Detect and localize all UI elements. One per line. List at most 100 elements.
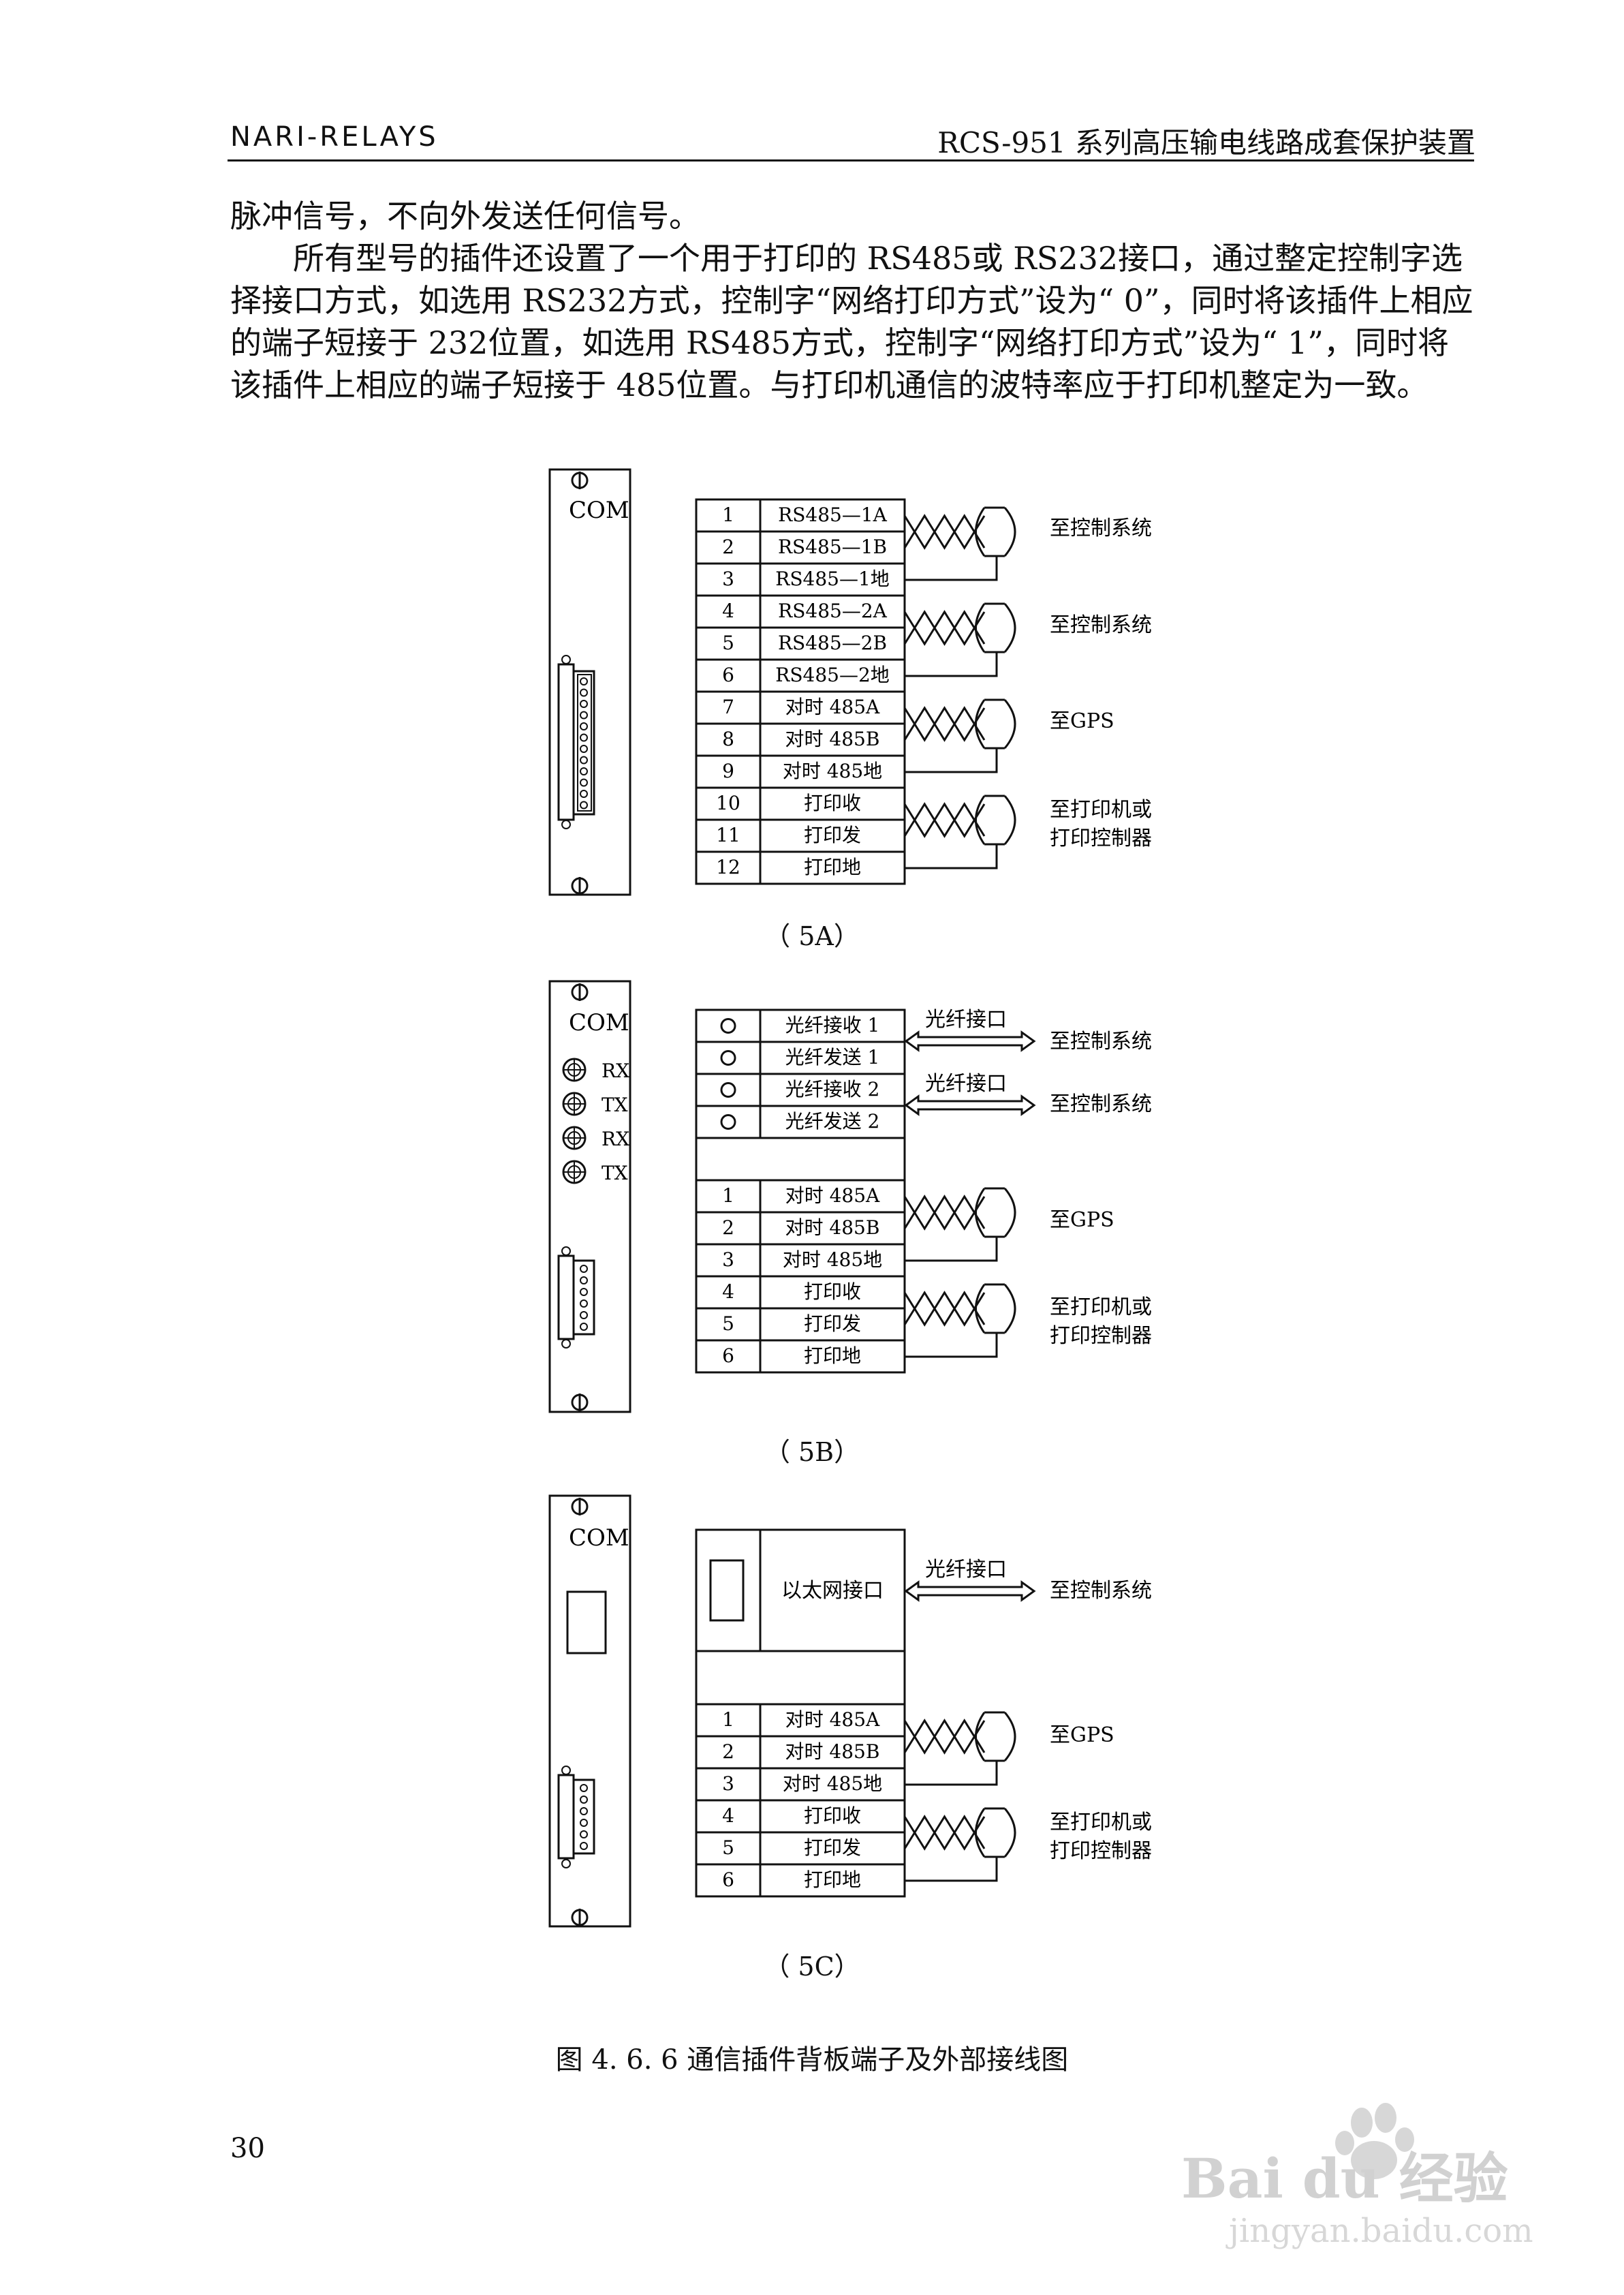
screw-icon bbox=[571, 1393, 589, 1411]
fiber-port-icon bbox=[720, 1082, 736, 1098]
header-right: RCS-951 系列高压输电线路成套保护装置 bbox=[937, 126, 1475, 159]
dest-printer-b: 打印控制器 bbox=[1050, 1839, 1152, 1863]
terminal-number: 3 bbox=[722, 1248, 734, 1271]
terminal-label: RS485—1地 bbox=[775, 568, 890, 590]
terminal-label: 对时 485地 bbox=[783, 1772, 882, 1795]
dest-printer-a: 至打印机或 bbox=[1050, 1811, 1152, 1834]
terminal-label: RS485—2地 bbox=[775, 664, 890, 686]
terminal-number: 1 bbox=[722, 1184, 734, 1207]
terminal-label: RS485—2A bbox=[778, 600, 888, 622]
terminal-number: 5 bbox=[722, 1836, 734, 1859]
terminal-label: RS485—1A bbox=[778, 504, 888, 526]
terminal-label: 打印地 bbox=[804, 1344, 861, 1367]
fiber-row-label: 光纤发送 1 bbox=[785, 1046, 880, 1068]
terminal-number: 6 bbox=[722, 1344, 734, 1367]
dest-gps: 至GPS bbox=[1050, 1723, 1114, 1747]
terminal-label: 打印发 bbox=[804, 824, 861, 846]
watermark-brand: Bai du 经验 bbox=[1181, 2146, 1508, 2211]
pin-icon bbox=[580, 1288, 588, 1296]
pin-icon bbox=[580, 711, 588, 720]
header-rule bbox=[228, 159, 1474, 161]
terminal-label: 打印收 bbox=[804, 1280, 861, 1303]
fiber-connector-icon bbox=[562, 1160, 587, 1184]
twisted-pair-cable bbox=[903, 1283, 1016, 1358]
pin-icon bbox=[580, 1830, 588, 1838]
dest-printer-a: 至打印机或 bbox=[1050, 798, 1152, 822]
terminal-label: RS485—2B bbox=[778, 632, 887, 654]
terminal-number: 5 bbox=[722, 1312, 734, 1335]
board-label: COM bbox=[569, 1009, 629, 1036]
terminal-number: 3 bbox=[722, 1772, 734, 1795]
screw-icon bbox=[571, 1909, 589, 1926]
baidu-watermark: Bai du 经验 jingyan.baidu.com bbox=[1181, 2103, 1533, 2250]
terminal-number: 1 bbox=[722, 1708, 734, 1731]
terminal-label: 对时 485地 bbox=[783, 1248, 882, 1271]
pin-icon bbox=[580, 1784, 588, 1792]
fiber-row-label: 光纤发送 2 bbox=[785, 1110, 880, 1133]
fiber-row-label: 光纤接收 2 bbox=[785, 1078, 880, 1100]
fiber-link-label-1: 光纤接口 bbox=[925, 1008, 1007, 1032]
paragraph-1: 脉冲信号，不向外发送任何信号。 bbox=[230, 198, 700, 234]
terminal-label: 对时 485A bbox=[785, 1184, 880, 1207]
paragraph-2: 所有型号的插件还设置了一个用于打印的 RS485或 RS232接口，通过整定控制… bbox=[230, 240, 1473, 403]
terminal-label: 打印发 bbox=[804, 1312, 861, 1335]
dest-printer-b: 打印控制器 bbox=[1050, 827, 1152, 850]
twisted-pair-cable bbox=[903, 1807, 1016, 1882]
screw-icon bbox=[571, 877, 589, 895]
ethernet-port-icon bbox=[566, 1590, 607, 1654]
terminal-label: 对时 485B bbox=[785, 728, 880, 750]
screw-icon bbox=[571, 472, 589, 489]
dest-control-1: 至控制系统 bbox=[1050, 1030, 1152, 1053]
port-label: TX bbox=[602, 1162, 628, 1184]
fiber-link-label: 光纤接口 bbox=[925, 1558, 1007, 1582]
terminal-label: 打印地 bbox=[804, 1868, 861, 1891]
terminal-label: RS485—1B bbox=[778, 536, 887, 558]
terminal-label: 对时 485A bbox=[785, 696, 880, 718]
fiber-connector-icon bbox=[562, 1126, 587, 1150]
watermark-url: jingyan.baidu.com bbox=[1225, 2212, 1533, 2250]
pin-icon bbox=[580, 778, 588, 787]
dest-control: 至控制系统 bbox=[1050, 1579, 1152, 1603]
board-5c bbox=[548, 1494, 631, 1928]
terminal-number: 9 bbox=[722, 760, 734, 782]
dest-printer-a: 至打印机或 bbox=[1050, 1295, 1152, 1319]
pin-icon bbox=[580, 1819, 588, 1827]
twisted-pair-cable bbox=[903, 698, 1016, 773]
pin-icon bbox=[580, 1796, 588, 1804]
pin-icon bbox=[580, 1299, 588, 1308]
screw-icon bbox=[571, 1498, 589, 1515]
twisted-pair-cable bbox=[903, 795, 1016, 869]
board-label: COM bbox=[569, 1524, 629, 1552]
caption-5c: （ 5C） bbox=[764, 1952, 860, 1982]
terminal-label: 对时 485A bbox=[785, 1708, 880, 1731]
ethernet-label: 以太网接口 bbox=[781, 1579, 884, 1603]
fiber-port-icon bbox=[720, 1114, 736, 1130]
terminal-number: 12 bbox=[716, 856, 740, 878]
fiber-row-label: 光纤接收 1 bbox=[785, 1014, 880, 1036]
dest-control-2: 至控制系统 bbox=[1050, 613, 1152, 637]
ethernet-socket-icon bbox=[709, 1559, 745, 1622]
caption-5b: （ 5B） bbox=[764, 1437, 860, 1467]
pin-icon bbox=[580, 1276, 588, 1284]
terminal-number: 4 bbox=[722, 1804, 734, 1827]
terminal-number: 10 bbox=[716, 792, 740, 814]
pin-icon bbox=[580, 700, 588, 708]
terminal-label: 打印发 bbox=[804, 1836, 861, 1859]
header-left: NARI-RELAYS bbox=[230, 121, 439, 153]
pin-icon bbox=[580, 1323, 588, 1331]
screw-icon bbox=[571, 983, 589, 1001]
port-label: TX bbox=[602, 1094, 628, 1116]
terminal-number: 11 bbox=[716, 824, 740, 846]
twisted-pair-cable bbox=[903, 1711, 1016, 1786]
pin-icon bbox=[580, 1265, 588, 1273]
pin-icon bbox=[580, 677, 588, 686]
port-label: RX bbox=[602, 1060, 629, 1082]
board-label: COM bbox=[569, 497, 629, 524]
terminal-number: 1 bbox=[722, 504, 734, 526]
page-number: 30 bbox=[230, 2133, 265, 2164]
pin-icon bbox=[580, 688, 588, 697]
fiber-connector-icon bbox=[562, 1092, 587, 1116]
